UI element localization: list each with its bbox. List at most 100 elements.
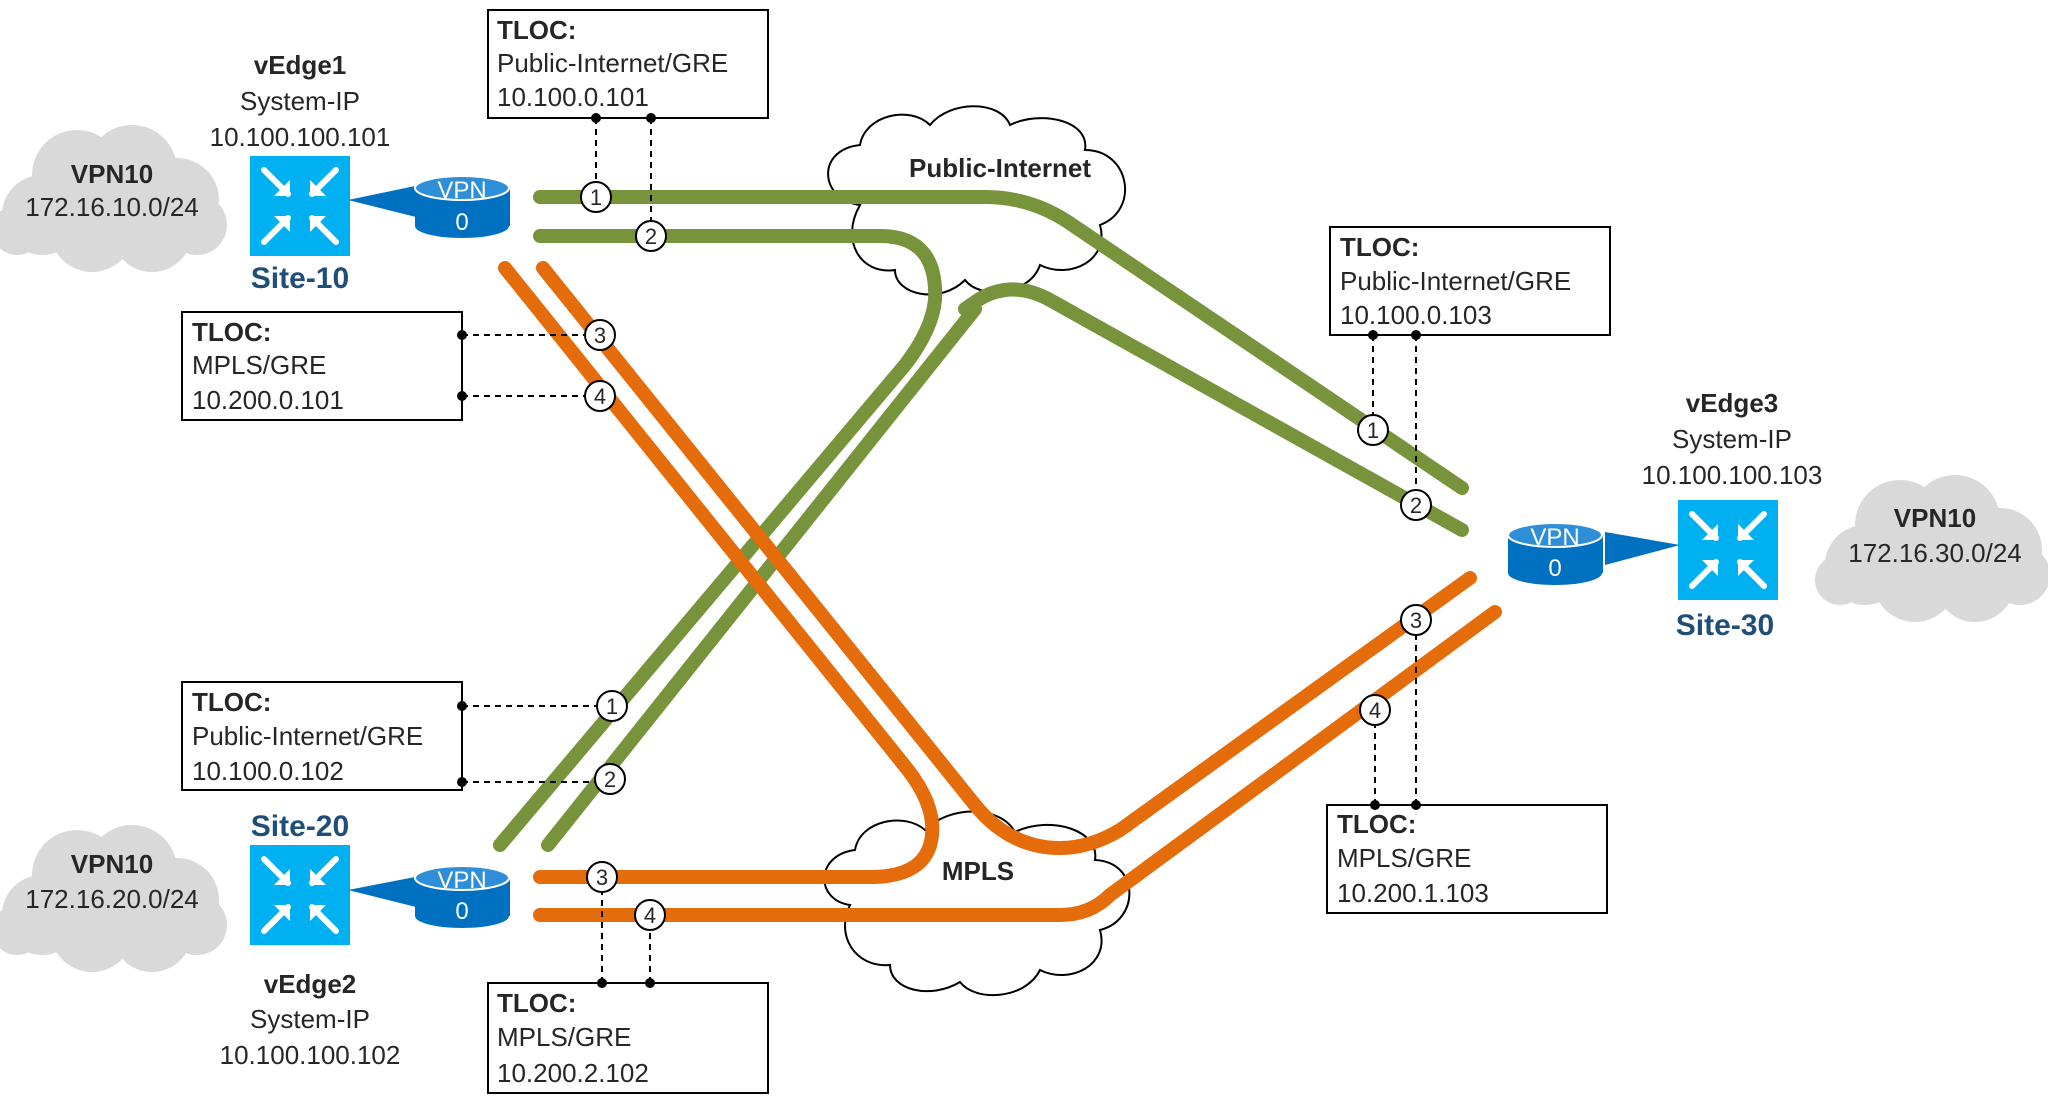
tunnel-site10-site20-internet [493,229,943,852]
vpn10-label-site20: VPN10 [71,849,153,879]
site30-label: Site-30 [1676,609,1774,642]
vpn10-label-site10: VPN10 [71,159,153,189]
svg-text:3: 3 [594,323,606,348]
vedge2-system-ip-label: System-IP [250,1004,370,1034]
svg-text:4: 4 [594,384,606,409]
site10-label: Site-10 [251,262,349,295]
svg-text:1: 1 [606,694,618,719]
tloc-color: MPLS/GRE [497,1022,631,1052]
tunnel-marker-site10-3: 3 [584,319,616,351]
vpn0-number-site20: 0 [455,898,468,925]
tloc-box-site20-public: TLOC: Public-Internet/GRE 10.100.0.102 [181,681,463,791]
tloc-ip: 10.200.0.101 [192,385,344,415]
vpn-cylinder-icon: VPN 0 [414,865,510,928]
tloc-title: TLOC: [1337,809,1416,839]
svg-text:2: 2 [604,767,616,792]
tloc-connectors [457,113,1421,988]
vedge1-system-ip: 10.100.100.101 [210,122,391,152]
tloc-title: TLOC: [192,317,271,347]
router-icon [250,156,350,256]
vedge3-system-ip: 10.100.100.103 [1642,460,1823,490]
tloc-title: TLOC: [1340,232,1419,262]
svg-text:2: 2 [645,224,657,249]
tloc-ip: 10.100.0.102 [192,756,344,786]
tunnel-marker-site30-2: 2 [1400,489,1432,521]
vpn0-connector-site30 [1605,532,1680,565]
vedge3-system-ip-label: System-IP [1672,424,1792,454]
mpls-cloud-label: MPLS [942,856,1014,886]
vpn10-cloud-site10: VPN10 172.16.10.0/24 [0,125,227,272]
router-icon [1678,500,1778,600]
tunnel-site10-site30-internet-1 [533,190,1469,495]
tloc-color: MPLS/GRE [192,350,326,380]
vpn0-number-site30: 0 [1548,555,1561,582]
tloc-ip: 10.200.2.102 [497,1058,649,1088]
site30-vedge: vEdge3 System-IP 10.100.100.103 Site-30 … [1507,388,1823,642]
vpn0-connector-site10 [348,185,420,218]
tloc-box-site20-mpls: TLOC: MPLS/GRE 10.200.2.102 [487,982,769,1094]
tunnel-site10-site30-internet-2 [958,282,1469,537]
mpls-tunnels [498,261,1502,922]
vpn10-label-site30: VPN10 [1894,503,1976,533]
tunnel-marker-site10-2: 2 [635,220,667,252]
vpn0-connector-site20 [348,876,420,908]
tloc-color: Public-Internet/GRE [497,48,728,78]
vpn10-cloud-site30: VPN10 172.16.30.0/24 [1815,475,2048,622]
tloc-ip: 10.200.1.103 [1337,878,1489,908]
tloc-title: TLOC: [497,988,576,1018]
vpn-cylinder-icon: VPN 0 [414,175,510,238]
vedge2-system-ip: 10.100.100.102 [220,1040,401,1070]
svg-text:3: 3 [1410,608,1422,633]
tloc-color: Public-Internet/GRE [192,721,423,751]
svg-text:4: 4 [1369,698,1381,723]
svg-text:1: 1 [590,185,602,210]
tloc-box-site10-public: TLOC: Public-Internet/GRE 10.100.0.101 [487,9,769,119]
router-icon [250,845,350,945]
tunnel-marker-site30-4: 4 [1359,694,1391,726]
site20-label: Site-20 [251,810,349,843]
mpls-cloud: MPLS [823,810,1131,997]
tloc-box-site30-public: TLOC: Public-Internet/GRE 10.100.0.103 [1329,226,1611,336]
tunnel-marker-site10-4: 4 [584,380,616,412]
vpn0-label-site10: VPN [437,177,486,204]
tunnel-marker-site10-1: 1 [580,181,612,213]
vpn-cylinder-icon: VPN 0 [1507,522,1603,585]
tunnel-marker-site30-3: 3 [1400,604,1432,636]
vedge3-name: vEdge3 [1686,388,1779,418]
tloc-title: TLOC: [497,15,576,45]
vpn0-label-site30: VPN [1530,524,1579,551]
tloc-box-site10-mpls: TLOC: MPLS/GRE 10.200.0.101 [181,311,463,421]
tloc-color: MPLS/GRE [1337,843,1471,873]
tunnel-marker-site20-3: 3 [586,861,618,893]
tunnel-marker-site30-1: 1 [1357,414,1389,446]
tloc-color: Public-Internet/GRE [1340,266,1571,296]
vedge2-name: vEdge2 [264,969,357,999]
tunnel-marker-site20-4: 4 [634,899,666,931]
tunnel-site10-site20-mpls [498,261,940,884]
svg-text:2: 2 [1410,493,1422,518]
vpn0-label-site20: VPN [437,867,486,894]
tunnel-marker-site20-1: 1 [596,690,628,722]
vpn0-number-site10: 0 [455,209,468,236]
vedge1-system-ip-label: System-IP [240,86,360,116]
tloc-box-site30-mpls: TLOC: MPLS/GRE 10.200.1.103 [1326,804,1608,914]
tloc-ip: 10.100.0.103 [1340,300,1492,330]
tunnel-site20-site30-mpls [533,605,1502,922]
vpn10-subnet-site20: 172.16.20.0/24 [25,884,199,914]
svg-text:1: 1 [1367,418,1379,443]
vedge1-name: vEdge1 [254,50,347,80]
tunnel-number-markers: 1 2 3 4 1 2 3 4 [580,181,1432,931]
public-internet-cloud-label: Public-Internet [909,153,1091,183]
vpn10-cloud-site20: VPN10 172.16.20.0/24 [0,825,227,972]
svg-text:3: 3 [596,865,608,890]
vpn10-subnet-site10: 172.16.10.0/24 [25,192,199,222]
svg-text:4: 4 [644,903,656,928]
site10-vedge: vEdge1 System-IP 10.100.100.101 Site-10 … [210,50,510,295]
tunnel-marker-site20-2: 2 [594,763,626,795]
tunnel-site10-site30-mpls [536,261,1477,856]
vpn10-subnet-site30: 172.16.30.0/24 [1848,538,2022,568]
site20-vedge: Site-20 VPN 0 vEdge2 System-IP 10.100.10… [220,810,510,1070]
tloc-title: TLOC: [192,687,271,717]
tloc-ip: 10.100.0.101 [497,82,649,112]
